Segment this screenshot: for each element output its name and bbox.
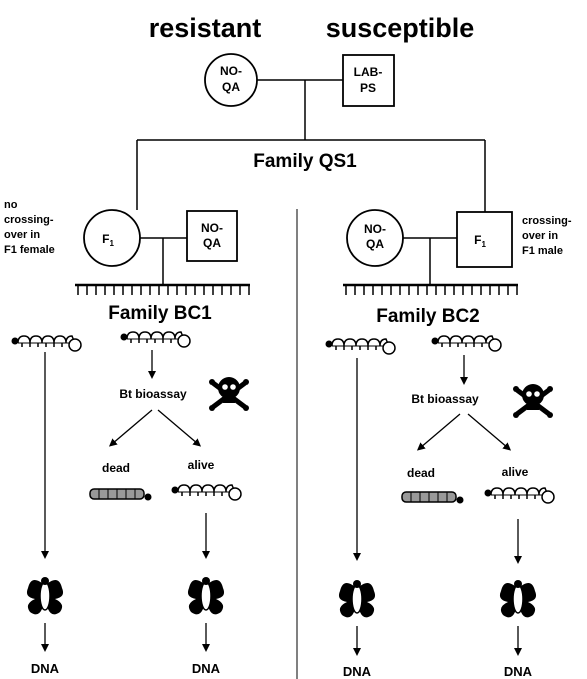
backcross-female-label-1: NO- (364, 222, 386, 236)
bioassay-label-bc1: Bt bioassay (119, 387, 187, 401)
note-crossover-2: over in (522, 230, 558, 242)
bc2-cross-lines (343, 237, 518, 295)
f1-male-label: F1 (474, 233, 486, 249)
dna-label-1: DNA (31, 661, 60, 676)
note-no-crossover-4: F1 female (4, 244, 55, 256)
f1-male (456, 211, 513, 268)
dead-label-bc1: dead (102, 461, 130, 475)
backcross-male-noqa (186, 210, 238, 262)
parent-male-label-2: PS (360, 81, 376, 95)
note-no-crossover-1: no (4, 199, 18, 211)
caterpillar-icon (430, 335, 502, 352)
note-crossover-1: crossing- (522, 215, 572, 227)
arrow-alive-bc1 (157, 409, 202, 447)
moth-icon (26, 576, 64, 616)
dna-label-2: DNA (192, 661, 221, 676)
dead-label-bc2: dead (407, 466, 435, 480)
caterpillar-icon (324, 338, 396, 355)
parent-female-label-1: NO- (220, 64, 242, 78)
moth-icon (338, 579, 376, 619)
skull-crossbones-icon (209, 377, 249, 411)
dead-caterpillar-icon (89, 488, 153, 502)
header-susceptible: susceptible (326, 13, 475, 43)
family-bc2-label: Family BC2 (376, 306, 479, 327)
f1-female-label: F1 (102, 232, 114, 248)
caterpillar-icon (119, 331, 191, 348)
arrow-alive-bc2 (467, 413, 512, 451)
header-resistant: resistant (149, 13, 262, 43)
alive-label-bc1: alive (188, 458, 215, 472)
arrow-dead-bc2 (416, 413, 461, 451)
dna-label-3: DNA (343, 664, 372, 679)
caterpillar-icon (10, 335, 82, 352)
note-no-crossover-3: over in (4, 229, 40, 241)
caterpillar-icon (483, 487, 555, 504)
parent-male-susceptible (342, 54, 395, 107)
backcross-female-label-2: QA (366, 237, 384, 251)
moth-icon (187, 576, 225, 616)
dna-label-4: DNA (504, 664, 533, 679)
bioassay-label-bc2: Bt bioassay (411, 392, 479, 406)
skull-crossbones-icon (513, 384, 553, 418)
backcross-male-label-2: QA (203, 236, 221, 250)
dead-caterpillar-icon (401, 491, 465, 505)
parent-female-label-2: QA (222, 80, 240, 94)
parent-male-label-1: LAB- (354, 65, 383, 79)
note-no-crossover-2: crossing- (4, 214, 54, 226)
family-qs1-label: Family QS1 (253, 151, 357, 172)
parent-cross-lines (136, 79, 486, 212)
caterpillar-icon (170, 484, 242, 501)
family-bc1-label: Family BC1 (108, 303, 212, 324)
arrow-dead-bc1 (108, 409, 153, 447)
alive-label-bc2: alive (502, 465, 529, 479)
moth-icon (499, 579, 537, 619)
f1-female (83, 209, 141, 267)
note-crossover-3: F1 male (522, 245, 563, 257)
backcross-male-label-1: NO- (201, 221, 223, 235)
bc1-cross-lines (75, 237, 250, 295)
